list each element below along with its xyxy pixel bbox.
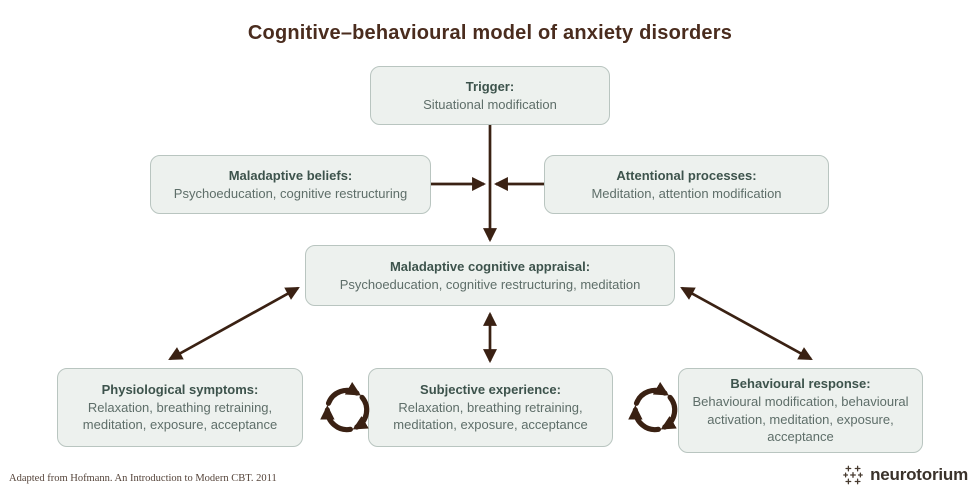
node-attentional-heading: Attentional processes: [616, 167, 757, 183]
node-behavioural-heading: Behavioural response: [730, 375, 871, 391]
node-appraisal-body: Psychoeducation, cognitive restructuring… [339, 276, 641, 292]
node-trigger: Trigger: Situational modification [370, 66, 610, 125]
node-subjective-heading: Subjective experience: [420, 381, 561, 397]
node-attentional-processes: Attentional processes: Meditation, atten… [544, 155, 829, 214]
node-beliefs-body: Psychoeducation, cognitive restructuring [173, 185, 408, 201]
node-physiological-body: Relaxation, breathing retraining, medita… [82, 399, 278, 433]
arrow-appraisal-physiological [168, 286, 300, 361]
cycle-arrows-icon [316, 379, 378, 441]
node-attentional-body: Meditation, attention modification [591, 185, 782, 201]
node-subjective-body: Relaxation, breathing retraining, medita… [393, 399, 588, 433]
node-trigger-body: Situational modification [423, 96, 557, 112]
node-maladaptive-cognitive-appraisal: Maladaptive cognitive appraisal: Psychoe… [305, 245, 675, 306]
diagram-title: Cognitive–behavioural model of anxiety d… [247, 22, 733, 44]
cycle-arrows-icon [624, 379, 686, 441]
node-physiological-symptoms: Physiological symptoms: Relaxation, brea… [57, 368, 303, 447]
node-maladaptive-beliefs: Maladaptive beliefs: Psychoeducation, co… [150, 155, 431, 214]
node-physiological-heading: Physiological symptoms: [101, 381, 259, 397]
node-trigger-heading: Trigger: [465, 78, 515, 94]
attribution-text: Adapted from Hofmann. An Introduction to… [9, 473, 277, 484]
node-beliefs-heading: Maladaptive beliefs: [228, 167, 353, 183]
brand-logo: neurotorium [841, 463, 968, 487]
node-subjective-experience: Subjective experience: Relaxation, breat… [368, 368, 613, 447]
node-appraisal-heading: Maladaptive cognitive appraisal: [389, 258, 591, 274]
brand-name: neurotorium [870, 465, 968, 484]
node-behavioural-body: Behavioural modification, behavioural ac… [692, 393, 909, 445]
neurotorium-brain-icon [843, 465, 863, 485]
node-behavioural-response: Behavioural response: Behavioural modifi… [678, 368, 923, 453]
arrow-appraisal-behavioural [680, 286, 813, 361]
